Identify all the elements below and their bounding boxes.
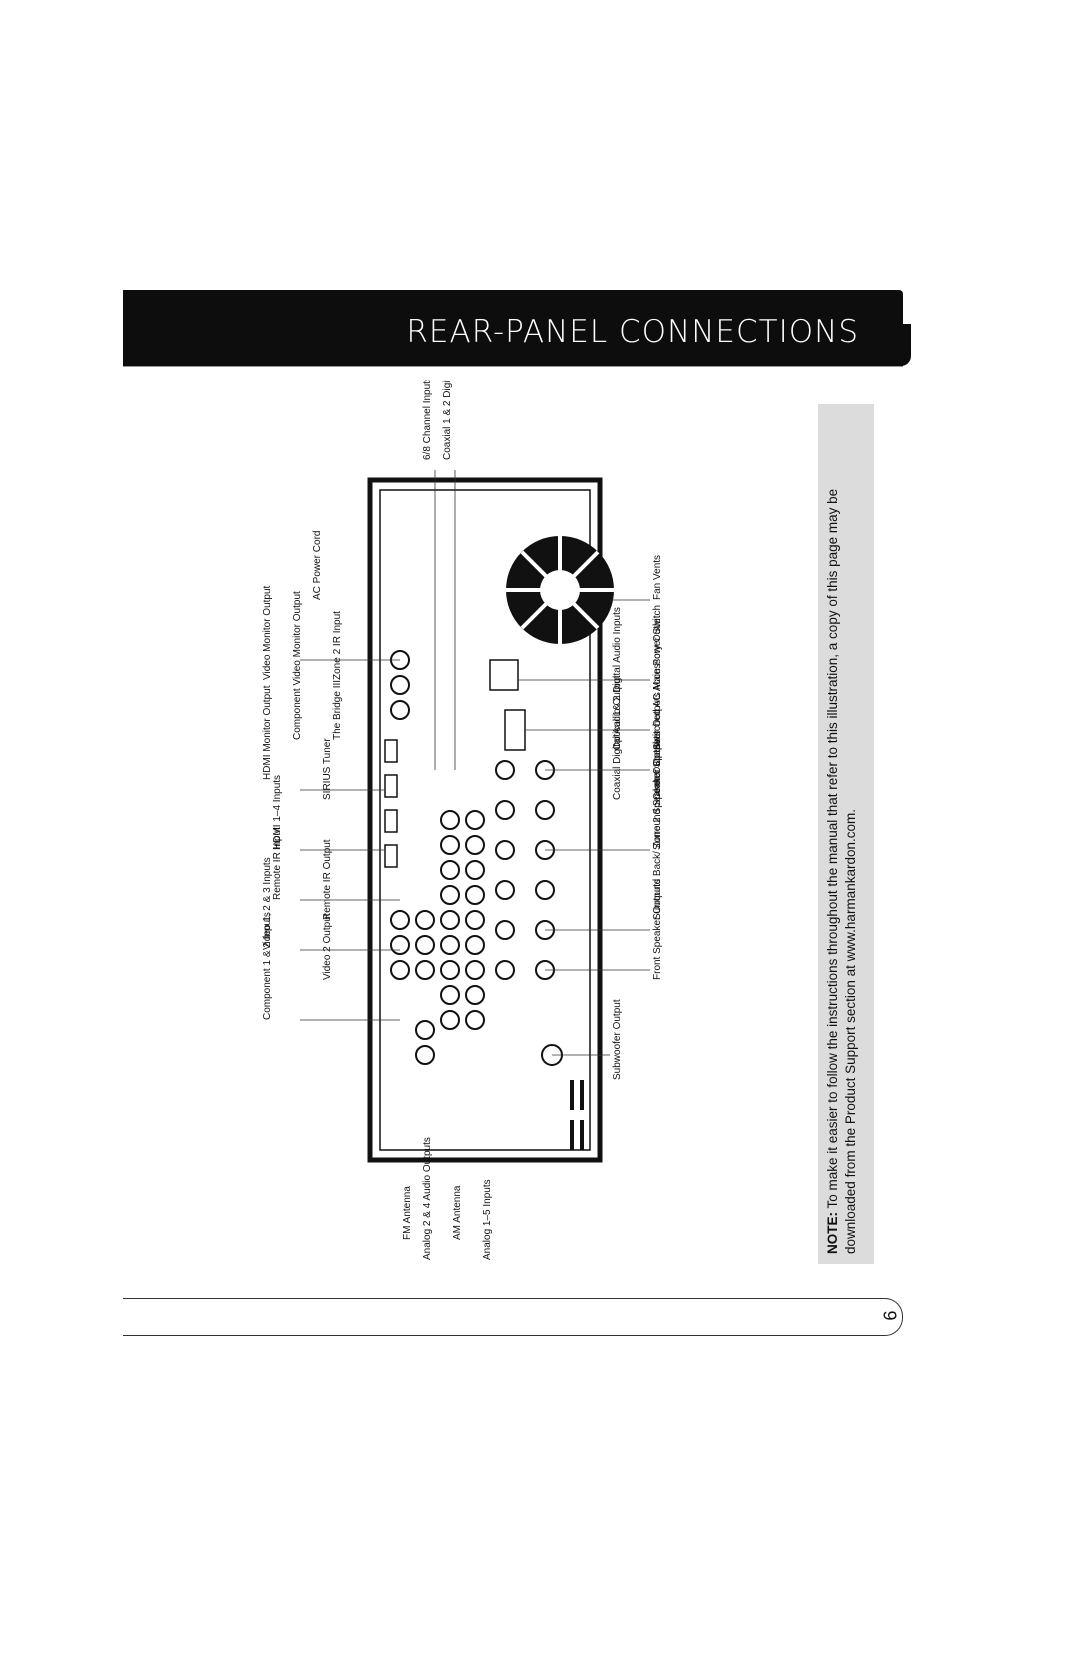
label-main-power-switch: Main Power Switch	[652, 605, 663, 690]
note-text: NOTE: To make it easier to follow the in…	[818, 404, 874, 1264]
header-bar: REAR-PANEL CONNECTIONS	[123, 290, 911, 366]
label-video-inputs: Video 1, 2 & 3 Inputs	[262, 857, 273, 950]
label-coaxial-inputs: Coaxial 1 & 2 Digital Audio Inputs	[442, 380, 453, 460]
labels-top: Component 1 & 2 Inputs Video 1, 2 & 3 In…	[262, 380, 453, 1020]
label-ac-power-cord: AC Power Cord	[312, 531, 323, 600]
note-label: NOTE:	[825, 1212, 840, 1254]
vent-slots	[570, 1080, 584, 1150]
page-title: REAR-PANEL CONNECTIONS	[406, 314, 859, 350]
label-center-speaker-outputs: Center Speaker Outputs	[652, 692, 663, 800]
label-coaxial-output: Coaxial Digital Audio Output	[612, 675, 623, 800]
hdmi-ports	[384, 739, 398, 868]
label-analog-outputs: Analog 2 & 4 Audio Outputs	[422, 1137, 433, 1260]
label-remote-ir-input: Remote IR Input	[272, 827, 283, 900]
leader-lines	[300, 470, 650, 1056]
label-sirius-tuner: SIRIUS Tuner	[322, 738, 333, 800]
label-remote-ir-output: Remote IR Output	[322, 839, 333, 920]
label-fm-antenna: FM Antenna	[402, 1186, 413, 1240]
label-bridge-iii: The Bridge III	[332, 680, 343, 740]
label-ac-outlet: Switched AC Accessory Outlet	[652, 615, 663, 750]
label-hdmi-monitor-output: HDMI Monitor Output	[262, 685, 273, 780]
label-component-inputs: Component 1 & 2 Inputs	[262, 912, 273, 1020]
label-am-antenna: AM Antenna	[452, 1185, 463, 1240]
connector-grid	[390, 650, 563, 1066]
label-optical-inputs: Optical 1& 2 Digital Audio Inputs	[612, 607, 623, 750]
ac-outlet	[504, 709, 526, 751]
label-fan-vents: Fan Vents	[652, 555, 663, 600]
header-divider	[123, 366, 903, 367]
label-subwoofer-output: Subwoofer Output	[612, 999, 623, 1080]
label-hdmi-inputs: HDMI 1–4 Inputs	[272, 775, 283, 850]
label-zone2-ir-input: Zone 2 IR Input	[332, 611, 343, 680]
label-channel-inputs: 6/8 Channel Inputs	[422, 380, 433, 460]
power-switch	[489, 659, 519, 691]
note-body: To make it easier to follow the instruct…	[825, 488, 858, 1254]
panel-inner	[379, 489, 591, 1151]
label-front-speaker-outputs: Front Speaker Outputs	[652, 879, 663, 980]
label-video-monitor-output: Video Monitor Output	[262, 585, 273, 680]
label-surround-back-outputs: Surround Back/ Zone 2 Speaker Outputs	[652, 739, 663, 920]
page-number: 9	[879, 1310, 900, 1321]
label-surround-speaker-outputs: Surround Speaker Outputs	[652, 731, 663, 850]
header-tab	[895, 324, 911, 366]
note-box: NOTE: To make it easier to follow the in…	[818, 404, 874, 1264]
label-analog-inputs: Analog 1–5 Inputs	[482, 1179, 493, 1260]
label-component-monitor-output: Component Video Monitor Output	[292, 591, 303, 740]
rear-panel-diagram: Component 1 & 2 Inputs Video 1, 2 & 3 In…	[262, 380, 663, 1260]
footer-bar: 9	[123, 1298, 903, 1336]
labels-bottom: FM Antenna Analog 2 & 4 Audio Outputs AM…	[402, 555, 663, 1260]
fan-vent-icon	[506, 536, 614, 644]
label-video2-output: Video 2 Output	[322, 913, 333, 980]
